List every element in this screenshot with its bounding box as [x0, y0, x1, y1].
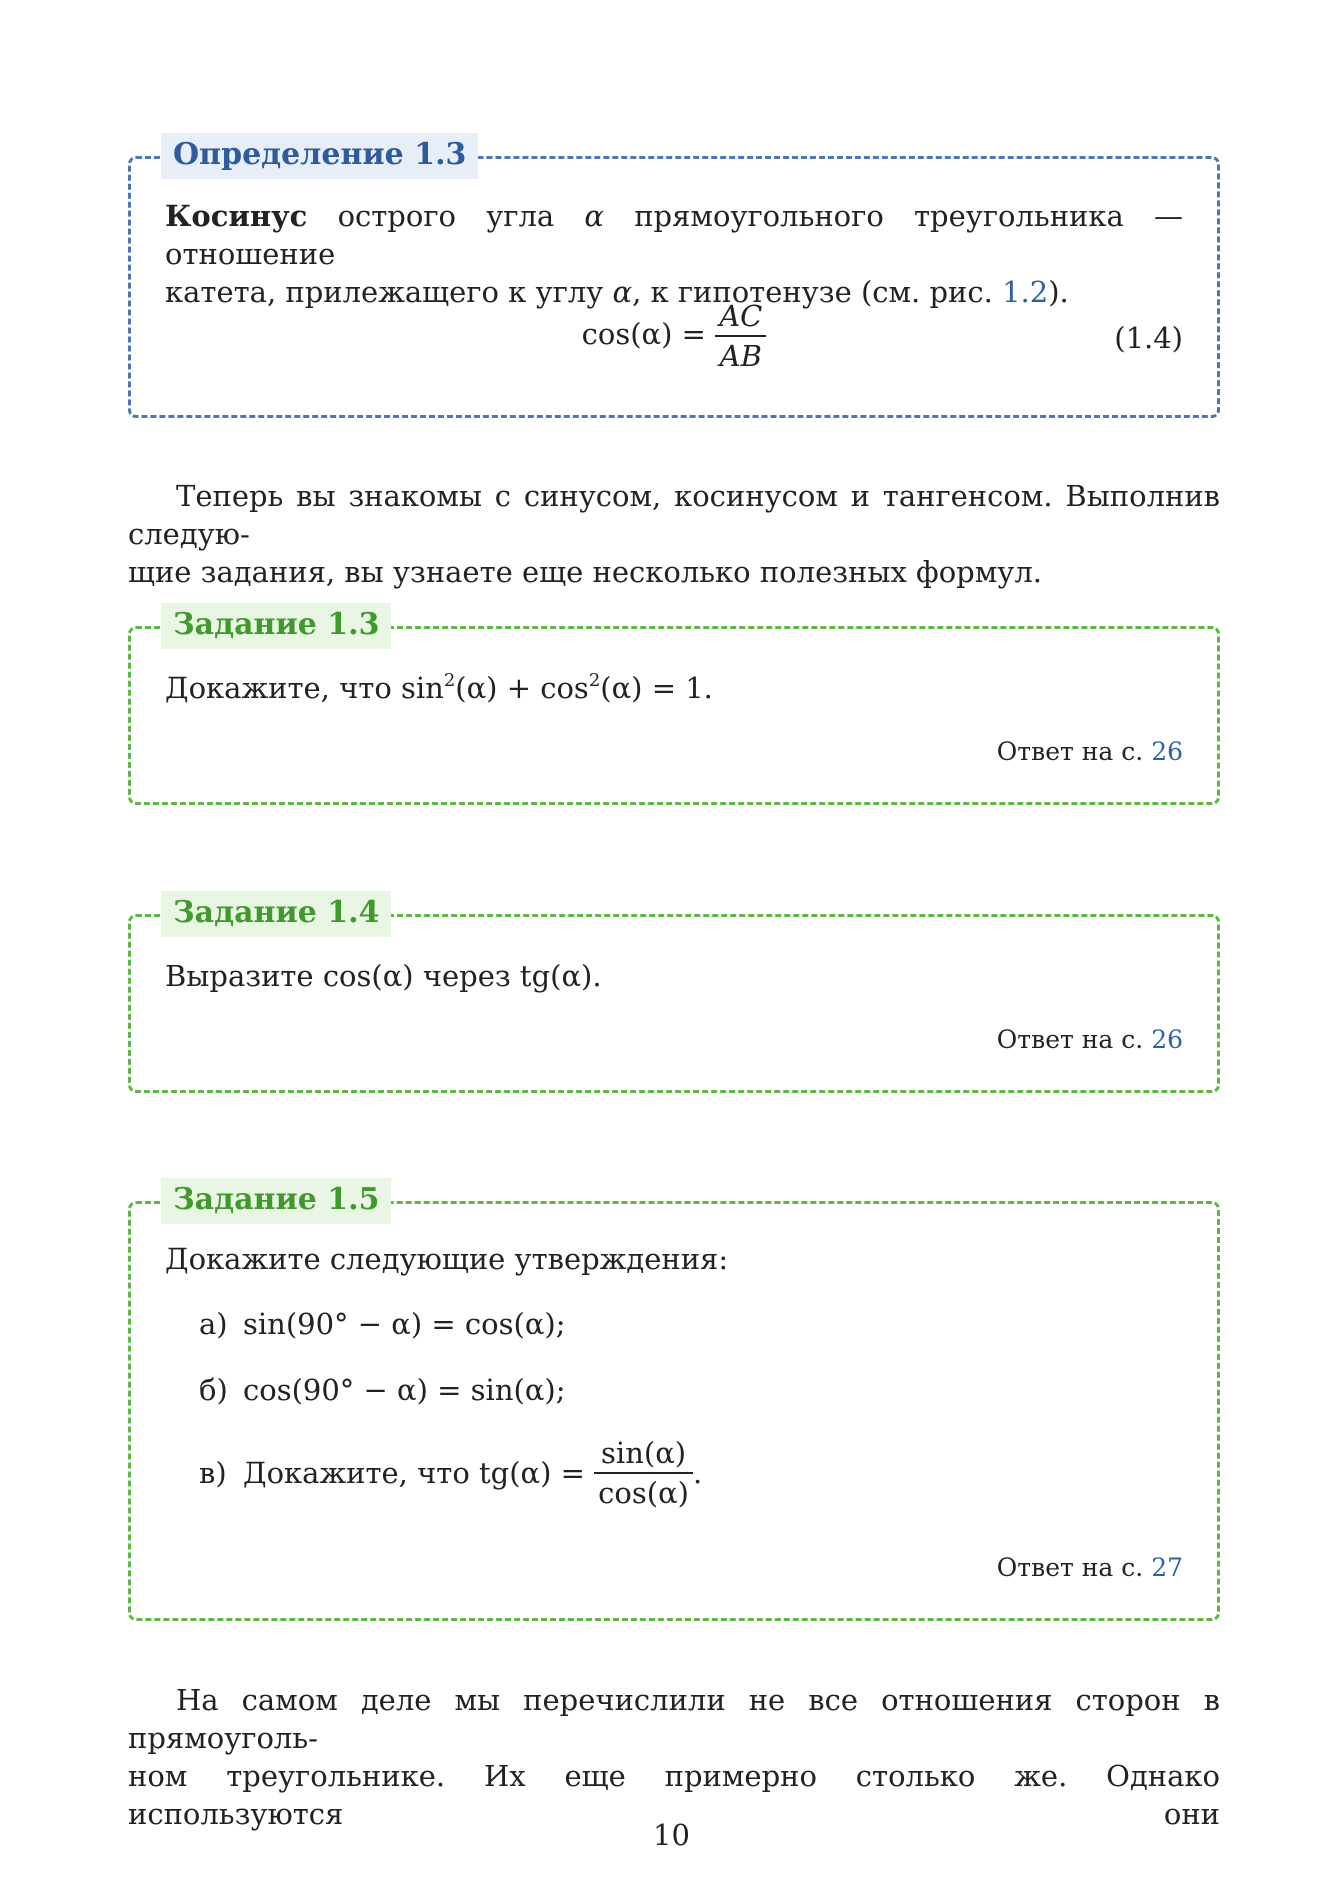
list-item: а)sin(90° − α) = cos(α);: [199, 1307, 566, 1341]
definition-title: Определение 1.3: [161, 133, 479, 179]
task-text: Выразите cos(α) через tg(α).: [165, 959, 602, 993]
answer-page-link[interactable]: 26: [1151, 1025, 1183, 1054]
definition-box: Определение 1.3 Косинус острого угла α п…: [128, 133, 1220, 418]
paragraph-2: На самом деле мы перечислили не все отно…: [128, 1683, 1220, 1831]
definition-term: Косинус: [165, 199, 308, 233]
page-number: 10: [653, 1818, 690, 1852]
task-box-1-3: Задание 1.3 Докажите, что sin2(α) + cos2…: [128, 603, 1220, 805]
answer-reference: Ответ на с. 26: [996, 1025, 1183, 1054]
answer-page-link[interactable]: 26: [1151, 737, 1183, 766]
figure-link[interactable]: 1.2: [1002, 275, 1049, 309]
task-title: Задание 1.4: [161, 891, 392, 937]
list-item: в)Докажите, что tg(α) = sin(α)cos(α).: [199, 1434, 703, 1512]
fraction: sin(α)cos(α): [594, 1434, 693, 1512]
answer-page-link[interactable]: 27: [1151, 1553, 1183, 1582]
task-title: Задание 1.5: [161, 1178, 392, 1224]
task-text: Докажите, что sin2(α) + cos2(α) = 1.: [165, 670, 713, 705]
task-box-1-5: Задание 1.5 Докажите следующие утвержден…: [128, 1178, 1220, 1621]
paragraph-1: Теперь вы знакомы с синусом, косинусом и…: [128, 479, 1220, 589]
task-intro: Докажите следующие утверждения:: [165, 1242, 729, 1276]
answer-reference: Ответ на с. 26: [996, 737, 1183, 766]
task-box-1-4: Задание 1.4 Выразите cos(α) через tg(α).…: [128, 891, 1220, 1093]
answer-reference: Ответ на с. 27: [996, 1553, 1183, 1582]
task-title: Задание 1.3: [161, 603, 392, 649]
definition-text: Косинус острого угла α прямоугольного тр…: [165, 199, 1184, 309]
equation-number: (1.4): [1114, 321, 1183, 355]
list-item: б)cos(90° − α) = sin(α);: [199, 1373, 566, 1407]
